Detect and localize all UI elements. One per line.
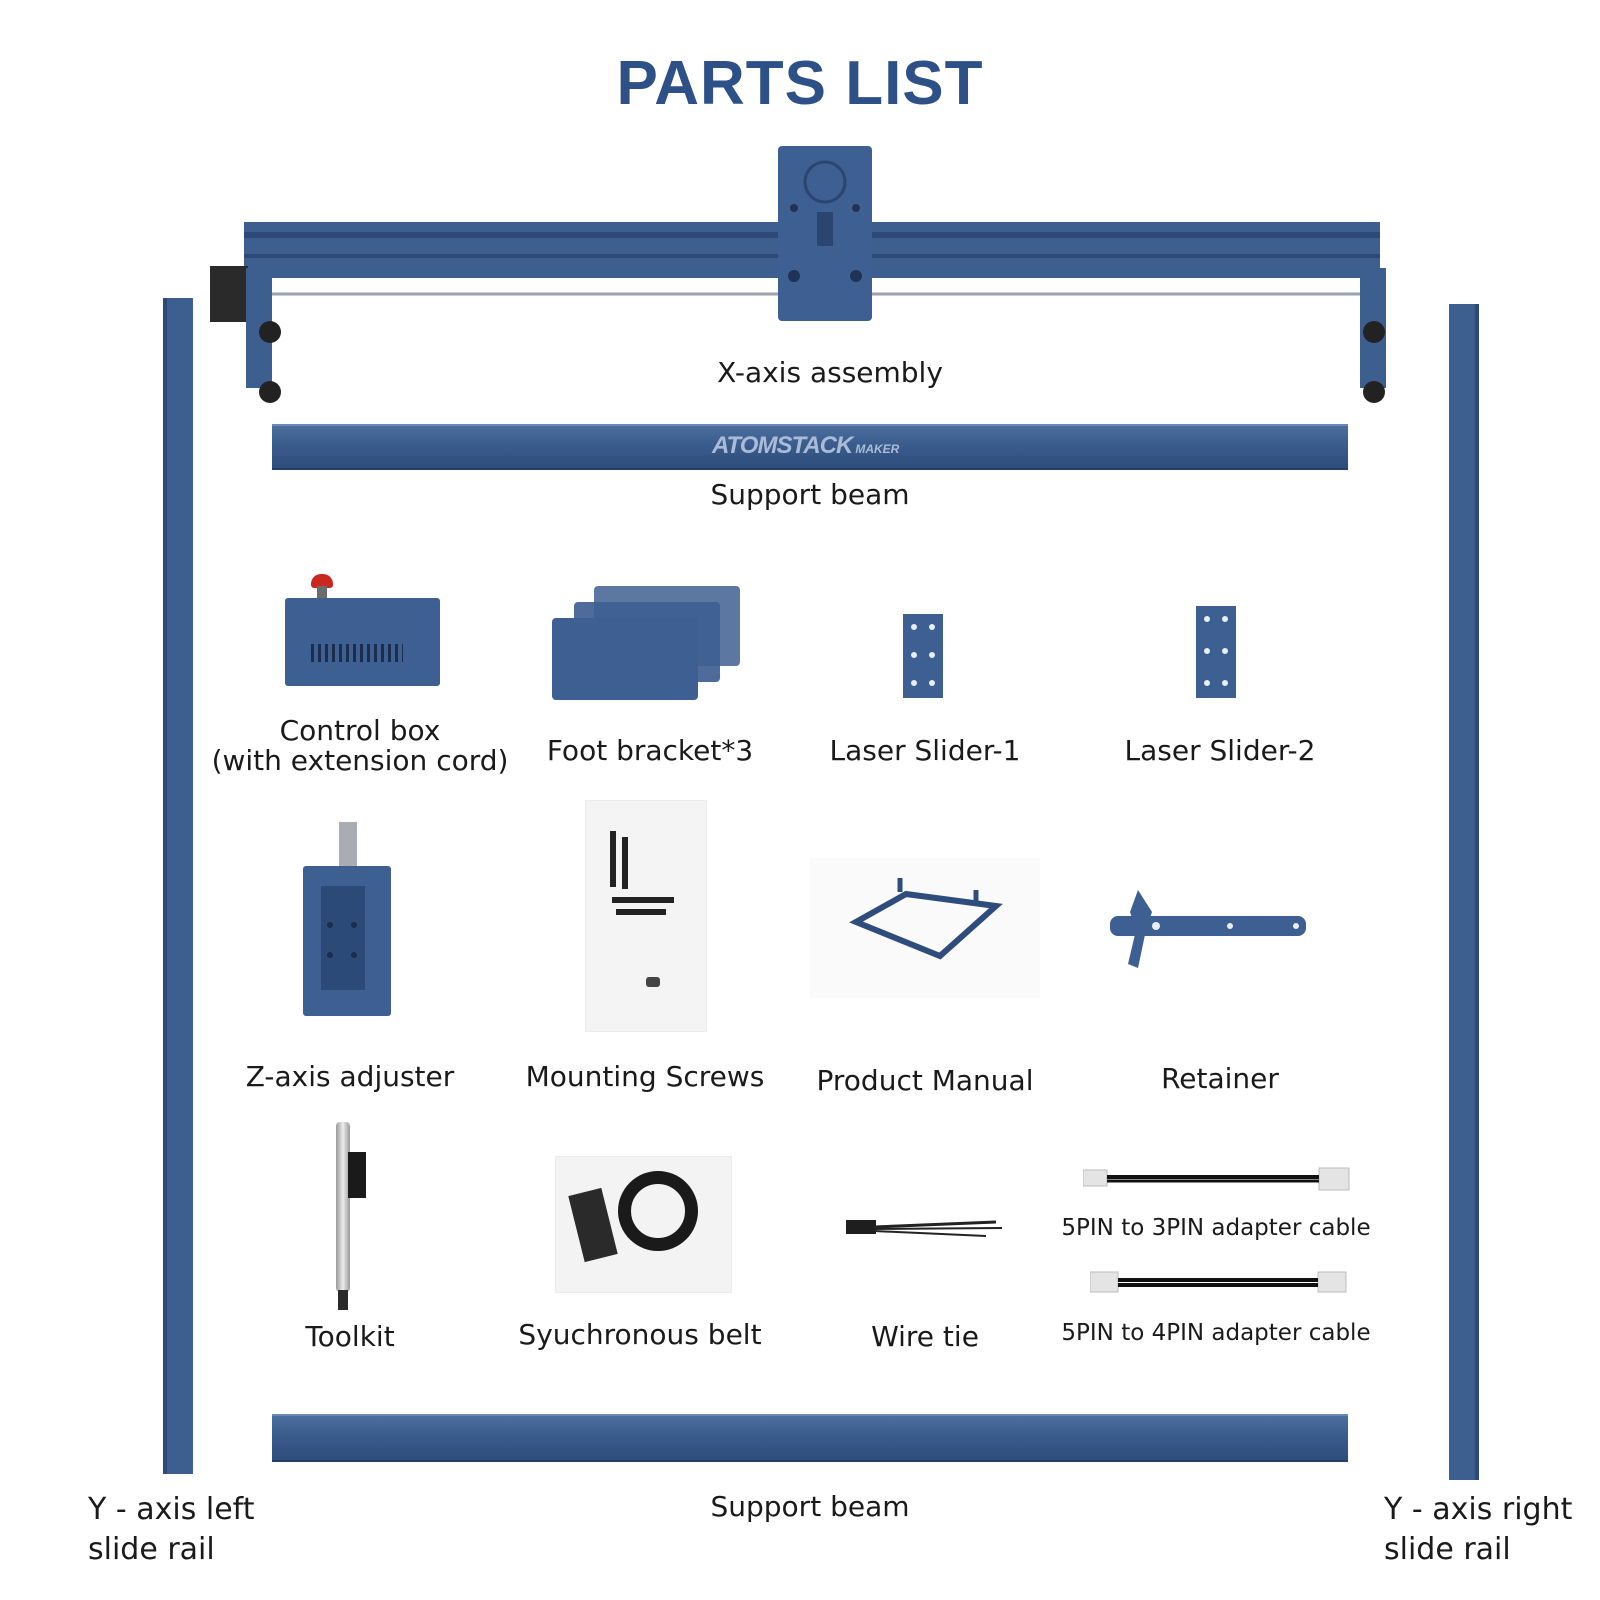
- y-axis-left-rail-image: [163, 298, 193, 1474]
- retainer-image: [1110, 890, 1306, 968]
- control-box-image: [285, 574, 445, 694]
- support-beam-bottom-label: Support beam: [710, 1490, 910, 1523]
- laser-slider-2-image: [1196, 606, 1236, 698]
- mounting-screws-label: Mounting Screws: [525, 1060, 765, 1093]
- wire-tie-label: Wire tie: [871, 1320, 979, 1353]
- x-axis-assembly-label: X-axis assembly: [717, 356, 943, 389]
- foot-bracket-label: Foot bracket*3: [546, 734, 754, 767]
- y-axis-left-label: Y - axis left slide rail: [88, 1492, 255, 1567]
- cable-3pin-image: [1083, 1167, 1350, 1191]
- laser-slider-2-label: Laser Slider-2: [1124, 734, 1316, 767]
- product-manual-image: [810, 858, 1040, 998]
- toolkit-label: Toolkit: [305, 1320, 395, 1353]
- wire-tie-image: [846, 1220, 1003, 1237]
- support-beam-bottom-image: [272, 1414, 1348, 1462]
- synchronous-belt-image: [555, 1156, 732, 1293]
- support-beam-top-label: Support beam: [710, 478, 910, 511]
- laser-slider-1-label: Laser Slider-1: [829, 734, 1021, 767]
- z-axis-adjuster-image: [303, 822, 395, 1022]
- product-manual-label: Product Manual: [816, 1064, 1034, 1097]
- laser-slider-1-image: [903, 614, 943, 698]
- foot-bracket-image: [552, 586, 742, 704]
- synchronous-belt-label: Syuchronous belt: [518, 1318, 762, 1351]
- y-axis-right-rail-image: [1449, 304, 1479, 1480]
- toolkit-image: [330, 1122, 380, 1314]
- retainer-label: Retainer: [1161, 1062, 1279, 1095]
- cable-3pin-label: 5PIN to 3PIN adapter cable: [1061, 1215, 1371, 1241]
- z-axis-adjuster-label: Z-axis adjuster: [245, 1060, 455, 1093]
- mounting-screws-image: [585, 800, 707, 1032]
- emergency-stop-button-icon: [311, 574, 333, 588]
- cable-4pin-label: 5PIN to 4PIN adapter cable: [1061, 1320, 1371, 1346]
- y-axis-right-label: Y - axis right slide rail: [1384, 1492, 1573, 1567]
- page-title: PARTS LIST: [616, 49, 984, 118]
- control-box-label: Control box (with extension cord): [211, 714, 509, 777]
- x-axis-assembly-image: [210, 146, 1386, 403]
- cable-4pin-image: [1090, 1271, 1347, 1293]
